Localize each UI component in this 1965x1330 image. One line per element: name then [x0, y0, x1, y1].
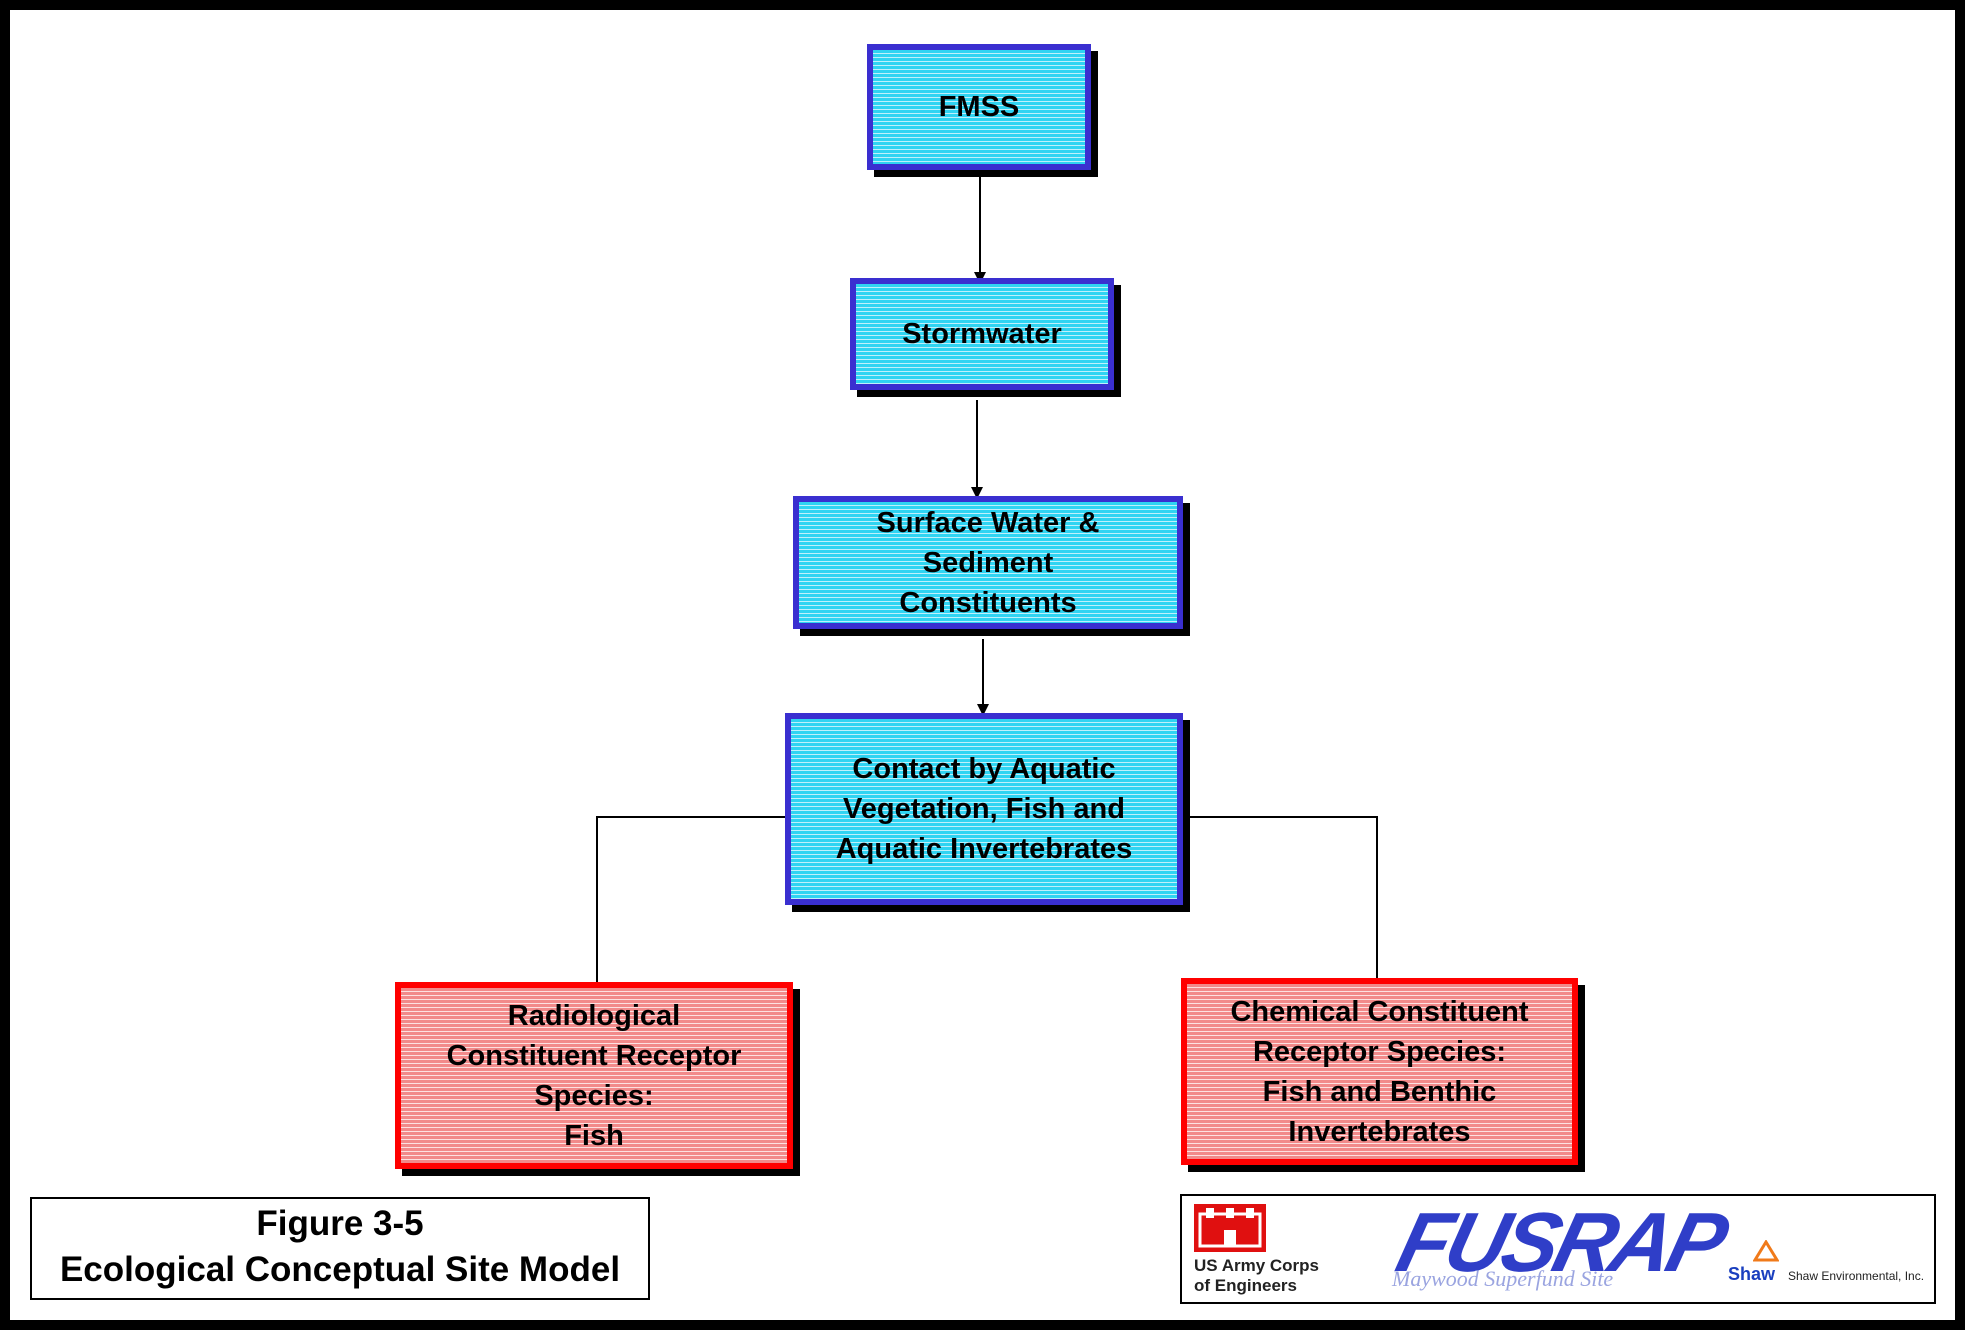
node-chemical-receptor: Chemical Constituent Receptor Species: F… — [1181, 978, 1578, 1165]
node-surface-water-label: Surface Water & Sediment Constituents — [876, 506, 1100, 619]
node-radiological-label: Radiological Constituent Receptor Specie… — [446, 999, 742, 1152]
shaw-logo: Shaw — [1728, 1264, 1776, 1284]
connector-contact-to-radiological — [596, 816, 788, 984]
shaw-environmental-text: Shaw Environmental, Inc. — [1788, 1269, 1925, 1283]
node-chemical-label: Chemical Constituent Receptor Species: F… — [1230, 995, 1529, 1148]
node-contact: Contact by Aquatic Vegetation, Fish and … — [785, 713, 1183, 905]
node-stormwater-label: Stormwater — [902, 318, 1062, 350]
node-fmss-label: FMSS — [938, 91, 1020, 123]
node-radiological-receptor: Radiological Constituent Receptor Specie… — [395, 982, 793, 1169]
node-contact-label: Contact by Aquatic Vegetation, Fish and … — [835, 753, 1133, 865]
node-fmss: FMSS — [867, 44, 1091, 170]
figure-title: Ecological Conceptual Site Model — [59, 1250, 621, 1289]
node-stormwater: Stormwater — [850, 278, 1114, 390]
shaw-triangle-icon — [1753, 1240, 1779, 1262]
figure-number: Figure 3-5 — [256, 1204, 424, 1243]
usace-castle-logo — [1194, 1204, 1266, 1252]
figure-caption: Figure 3-5 Ecological Conceptual Site Mo… — [30, 1197, 650, 1300]
logo-banner: US Army Corps of Engineers FUSRAP Maywoo… — [1180, 1194, 1936, 1304]
usace-logo-text: US Army Corps of Engineers — [1194, 1256, 1320, 1295]
maywood-site-text: Maywood Superfund Site — [1392, 1266, 1614, 1291]
connector-contact-to-chemical — [1182, 816, 1378, 980]
node-surface-water: Surface Water & Sediment Constituents — [793, 496, 1183, 629]
